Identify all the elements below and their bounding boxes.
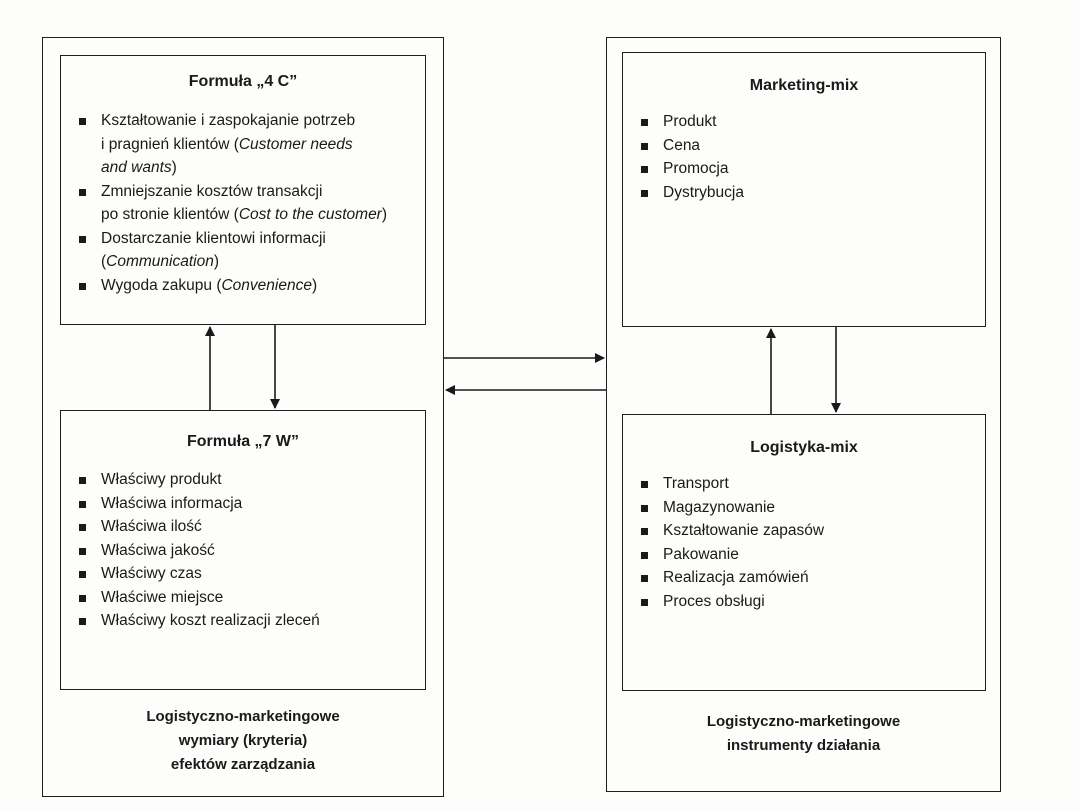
list-item-line: and wants) [101, 156, 417, 180]
list-item-line: Dostarczanie klientowi informacji [101, 227, 417, 251]
english-term: Communication [106, 253, 214, 270]
left-caption: Logistyczno-marketingowe wymiary (kryter… [42, 705, 444, 777]
formula-4c-list: Kształtowanie i zaspokajanie potrzeb i pr… [79, 109, 417, 297]
text-fragment: ( [101, 253, 107, 270]
list-item: Transport [641, 472, 977, 496]
text-fragment: ) [381, 206, 388, 223]
list-item: Właściwy czas [79, 562, 417, 586]
english-term: Cost to the customer [238, 206, 382, 223]
list-item: Właściwa ilość [79, 515, 417, 539]
formula-7w-title: Formuła „7 W” [186, 433, 299, 450]
list-item: Realizacja zamówień [641, 566, 977, 590]
text-fragment: ) [213, 253, 220, 270]
list-item-line: Wygoda zakupu (Convenience) [101, 274, 417, 298]
text-fragment: ) [311, 276, 318, 294]
left-caption-line-3: efektów zarządzania [170, 756, 316, 773]
list-item: Właściwy produkt [79, 468, 417, 492]
list-item: Proces obsługi [641, 590, 977, 614]
marketing-mix-title: Marketing-mix [749, 77, 859, 94]
list-item: Dystrybucja [641, 181, 977, 205]
list-item-line: i pragnień klientów (Customer needs [101, 133, 417, 157]
right-caption: Logistyczno-marketingowe instrumenty dzi… [606, 710, 1001, 758]
list-item-line: Zmniejszanie kosztów transakcji [101, 180, 417, 204]
list-item: Magazynowanie [641, 496, 977, 520]
english-term: Customer needs [238, 135, 353, 153]
text-fragment: Kształtowanie i zaspokajanie potrzeb [101, 112, 356, 129]
text-fragment: ) [171, 159, 177, 176]
left-caption-line-1: Logistyczno-marketingowe [146, 708, 340, 725]
list-item: Kształtowanie i zaspokajanie potrzeb i pr… [79, 109, 417, 180]
english-term: Convenience [221, 276, 312, 294]
list-item: Promocja [641, 157, 977, 181]
text-fragment: Zmniejszanie kosztów transakcji [101, 182, 323, 200]
right-frame [606, 37, 1001, 792]
text-fragment: po stronie klientów ( [101, 206, 239, 223]
list-item: Wygoda zakupu (Convenience) [79, 274, 417, 298]
list-item: Właściwa informacja [79, 492, 417, 516]
list-item: Kształtowanie zapasów [641, 519, 977, 543]
list-item: Pakowanie [641, 543, 977, 567]
list-item: Cena [641, 134, 977, 158]
left-caption-line-2: wymiary (kryteria) [178, 732, 308, 749]
list-item: Właściwe miejsce [79, 586, 417, 610]
list-item: Dostarczanie klientowi informacji (Commun… [79, 227, 417, 274]
text-fragment: i pragnień klientów ( [101, 135, 239, 153]
list-item-line: po stronie klientów (Cost to the custome… [101, 203, 417, 227]
right-caption-line-1: Logistyczno-marketingowe [706, 713, 901, 730]
list-item: Produkt [641, 110, 977, 134]
text-fragment: Dostarczanie klientowi informacji [101, 229, 326, 247]
left-frame [42, 37, 444, 797]
formula-4c-title: Formuła „4 C” [188, 73, 298, 90]
list-item-line: (Communication) [101, 250, 417, 274]
text-fragment: Wygoda zakupu ( [101, 276, 222, 294]
formula-4c-box: Formuła „4 C” Kształtowanie i zaspokajan… [60, 55, 426, 325]
list-item: Zmniejszanie kosztów transakcji po stroni… [79, 180, 417, 227]
logistyka-mix-title: Logistyka-mix [750, 439, 858, 456]
list-item: Właściwy koszt realizacji zleceń [79, 609, 417, 633]
english-term: and wants [101, 159, 172, 176]
right-caption-line-2: instrumenty działania [726, 737, 881, 754]
list-item-line: Kształtowanie i zaspokajanie potrzeb [101, 109, 417, 133]
list-item: Właściwa jakość [79, 539, 417, 563]
